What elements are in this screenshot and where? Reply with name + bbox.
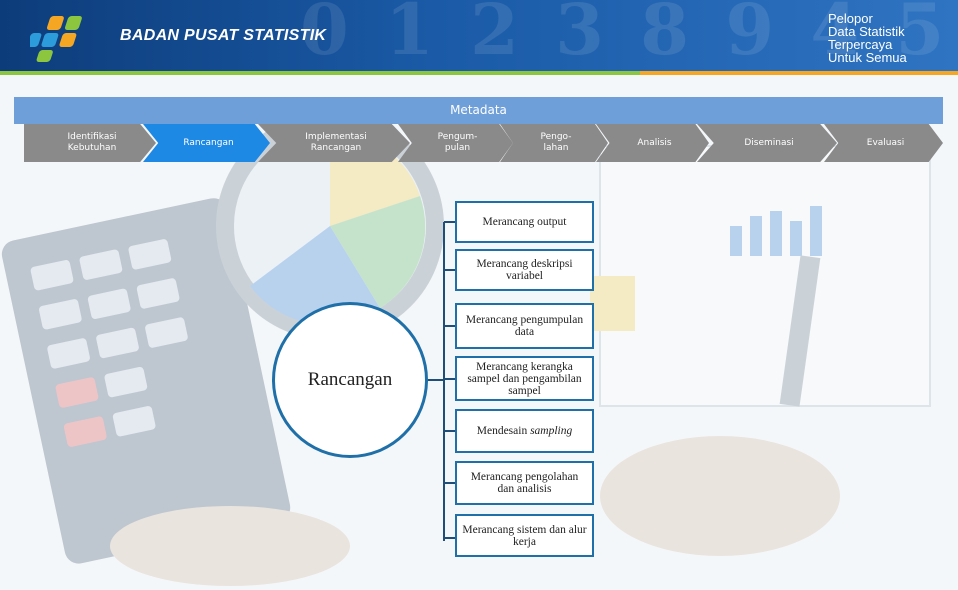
header-banner: 0 1 2 3 8 9 4 5 BADAN PUSAT STATISTIK Pe… [0,0,958,75]
step-merancang-deskripsi-variabel: Merancang deskripsi variabel [455,249,594,291]
phase-pengumpulan[interactable]: Pengum- pulan [398,124,513,162]
phase-label: Diseminasi [732,138,801,149]
phase-rancangan[interactable]: Rancangan [143,124,270,162]
step-merancang-sistem-alur-kerja: Merancang sistem dan alur kerja [455,514,594,557]
phase-label: Implementasi Rancangan [293,132,374,154]
step-merancang-pengolahan-analisis: Merancang pengolahan dan analisis [455,461,594,505]
org-name: BADAN PUSAT STATISTIK [120,27,326,45]
phase-identifikasi-kebutuhan[interactable]: Identifikasi Kebutuhan [24,124,156,162]
step-merancang-output: Merancang output [455,201,594,243]
metadata-bar: Metadata [14,97,943,124]
phase-evaluasi[interactable]: Evaluasi [824,124,943,162]
phase-label: Rancangan [171,138,241,149]
phase-implementasi-rancangan[interactable]: Implementasi Rancangan [258,124,410,162]
tagline: Pelopor Data Statistik Terpercaya Untuk … [828,12,907,64]
step-merancang-kerangka-sampel: Merancang kerangka sampel dan pengambila… [455,356,594,401]
step-mendesain-sampling: Mendesain sampling [455,409,594,453]
header-background-digits: 0 1 2 3 8 9 4 5 [300,0,800,75]
phase-label: Pengum- pulan [426,132,486,154]
phase-label: Analisis [625,138,679,149]
tagline-line: Untuk Semua [828,51,907,64]
phase-label: Evaluasi [855,138,912,149]
header-stripe-orange [640,71,958,75]
phase-label: Pengo- lahan [529,132,580,154]
step-label-italic: sampling [530,425,572,437]
phase-analisis[interactable]: Analisis [596,124,709,162]
center-node-rancangan: Rancangan [272,302,428,458]
step-merancang-pengumpulan-data: Merancang pengumpulan data [455,303,594,349]
phase-diseminasi[interactable]: Diseminasi [697,124,837,162]
bps-logo-icon [30,12,102,64]
step-label-prefix: Mendesain [477,425,530,437]
phase-pengolahan[interactable]: Pengo- lahan [500,124,608,162]
phase-label: Identifikasi Kebutuhan [55,132,124,154]
header-stripe-green [0,71,640,75]
